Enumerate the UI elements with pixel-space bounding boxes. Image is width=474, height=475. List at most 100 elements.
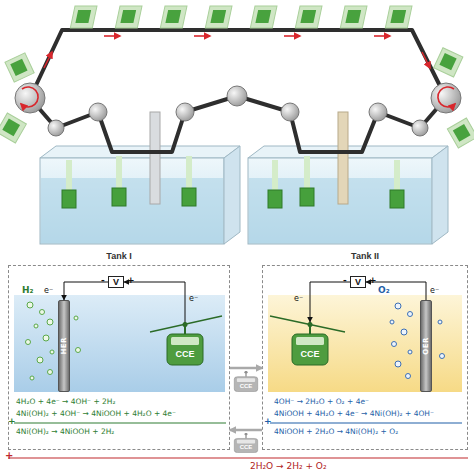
roller bbox=[227, 86, 247, 106]
motion-arrow bbox=[194, 35, 210, 37]
bubble bbox=[440, 354, 445, 359]
terminal-sign: + bbox=[127, 275, 135, 285]
sum-line bbox=[14, 422, 226, 423]
pulley bbox=[244, 433, 247, 435]
roller bbox=[89, 103, 107, 121]
sum-line bbox=[8, 457, 468, 458]
bubble bbox=[390, 320, 394, 324]
electrode-shaft bbox=[304, 156, 310, 190]
motion-arrow bbox=[374, 35, 390, 37]
cce-electrode bbox=[268, 190, 282, 208]
cce-cable-car: CCE bbox=[233, 371, 259, 392]
motion-arrow bbox=[422, 52, 430, 68]
submerged-electrodes bbox=[62, 156, 404, 208]
rotation-arrow bbox=[21, 87, 38, 107]
cce-card bbox=[295, 6, 322, 28]
cabin-window bbox=[237, 440, 255, 444]
cable-car-shape bbox=[233, 433, 259, 453]
tank-front bbox=[40, 158, 224, 244]
bubble bbox=[406, 374, 411, 379]
card-coating bbox=[390, 10, 406, 23]
bubble bbox=[48, 370, 53, 375]
electrolyte bbox=[268, 295, 462, 392]
bubble bbox=[438, 320, 442, 324]
card-body bbox=[0, 113, 26, 143]
motion-arrow bbox=[44, 52, 52, 68]
voltage-source: V bbox=[350, 276, 366, 288]
cce-cable-car: CCE bbox=[290, 322, 330, 366]
cce-card bbox=[70, 6, 97, 28]
node-label: V bbox=[113, 278, 119, 287]
terminal-sign: - bbox=[343, 275, 347, 285]
card-coating bbox=[345, 10, 361, 23]
node-label: OER bbox=[422, 337, 430, 355]
overall-reaction: 2H₂O → 2H₂ + O₂ bbox=[250, 461, 327, 471]
half-reaction: 4NiOOH + 4H₂O + 4e⁻ → 4Ni(OH)₂ + 4OH⁻ bbox=[274, 410, 434, 419]
roller bbox=[281, 103, 299, 121]
card-body bbox=[115, 6, 142, 28]
electron-label: e⁻ bbox=[44, 286, 53, 295]
cce-card bbox=[385, 6, 412, 28]
rotation-arrow bbox=[438, 87, 455, 107]
card-coating bbox=[120, 10, 136, 23]
electrode-shaft bbox=[186, 156, 192, 190]
card-coating bbox=[75, 10, 91, 23]
cce-card bbox=[340, 6, 367, 28]
bubble bbox=[76, 348, 81, 353]
cce-card bbox=[160, 6, 187, 28]
her-electrode: HER bbox=[58, 300, 70, 392]
card-body bbox=[70, 6, 97, 28]
card-coating bbox=[300, 10, 316, 23]
bubble bbox=[401, 329, 407, 335]
drive-roller bbox=[15, 83, 45, 113]
card-body bbox=[250, 6, 277, 28]
card-coating bbox=[210, 10, 226, 23]
card-coating bbox=[10, 59, 27, 76]
half-reaction: 4OH⁻ → 2H₂O + O₂ + 4e⁻ bbox=[274, 398, 369, 407]
roller bbox=[176, 103, 194, 121]
bubble bbox=[47, 319, 53, 325]
cable-car-shape bbox=[165, 322, 205, 366]
panel-heading: Tank II bbox=[263, 251, 467, 261]
motion-arrows bbox=[44, 36, 430, 68]
bubble bbox=[395, 303, 401, 309]
tank-side bbox=[224, 146, 240, 244]
sum-sign: + bbox=[5, 450, 13, 462]
cce-electrode bbox=[112, 188, 126, 206]
electron-label: e⁻ bbox=[294, 294, 303, 303]
net-reaction: 4NiOOH + 2H₂O → 4Ni(OH)₂ + O₂ bbox=[274, 428, 398, 437]
tank-panel: Tank IVHERCCE bbox=[8, 265, 230, 450]
terminal-sign: + bbox=[369, 275, 377, 285]
card-coating bbox=[439, 53, 456, 70]
pulley bbox=[183, 322, 188, 327]
half-reaction: 4Ni(OH)₂ + 4OH⁻ → 4NiOOH + 4H₂O + 4e⁻ bbox=[16, 410, 176, 419]
o2-bubbles bbox=[390, 303, 445, 379]
moving-electrodes bbox=[0, 6, 474, 148]
card-coating bbox=[2, 118, 20, 136]
tank bbox=[40, 146, 240, 244]
cce-electrode bbox=[182, 188, 196, 206]
bubble bbox=[74, 316, 78, 320]
bubble bbox=[408, 350, 412, 354]
cce-electrode bbox=[62, 190, 76, 208]
card-body bbox=[340, 6, 367, 28]
circuit-wire bbox=[124, 282, 185, 322]
cce-card bbox=[434, 48, 463, 77]
node-label: V bbox=[355, 278, 361, 287]
cce-card bbox=[250, 6, 277, 28]
electrode-shaft bbox=[394, 160, 400, 192]
cable-car-shape bbox=[290, 322, 330, 366]
voltage-source: V bbox=[108, 276, 124, 288]
bubble bbox=[27, 302, 33, 308]
sum-sign: + bbox=[264, 416, 272, 426]
motion-arrow bbox=[104, 35, 120, 37]
oer-plate bbox=[338, 112, 348, 204]
card-body bbox=[447, 118, 474, 148]
hanger bbox=[245, 433, 246, 438]
transfer-arrow bbox=[230, 367, 262, 370]
cable bbox=[270, 316, 345, 332]
cce-card bbox=[115, 6, 142, 28]
electrode-shaft bbox=[272, 160, 278, 192]
bubble bbox=[395, 361, 401, 367]
electrode-shaft bbox=[66, 160, 72, 192]
